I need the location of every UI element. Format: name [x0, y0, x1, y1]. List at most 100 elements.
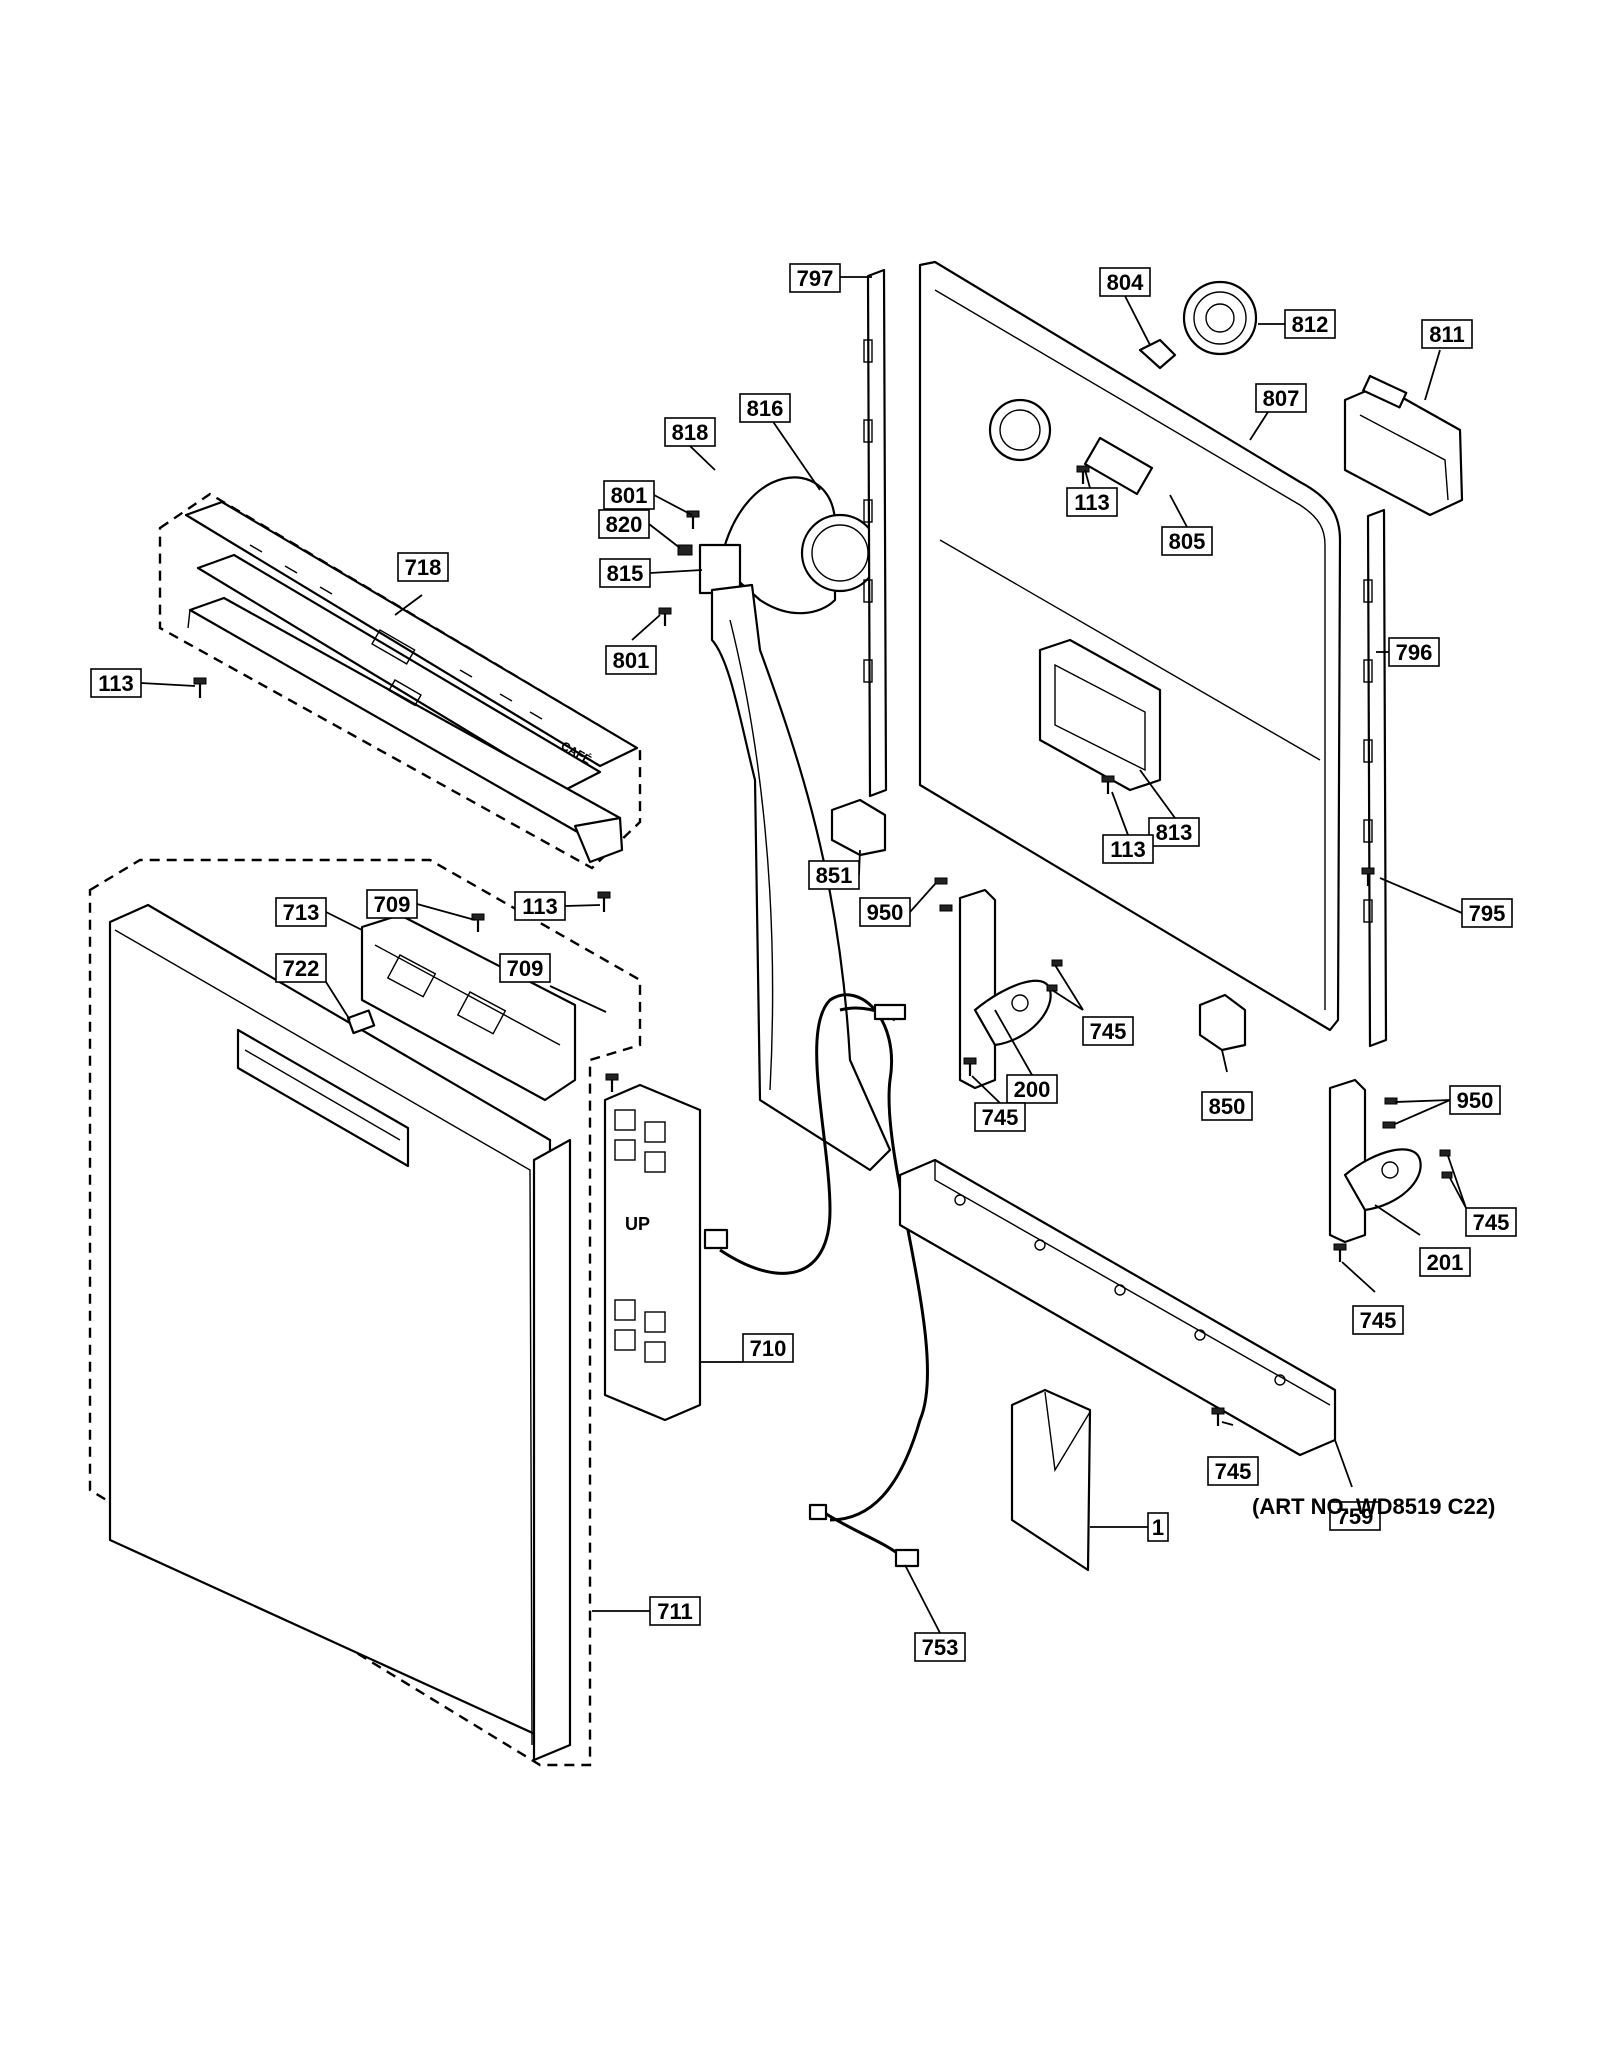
- svg-text:753: 753: [922, 1635, 959, 1660]
- callout-804: 804: [1099, 267, 1151, 297]
- clip-804: [1138, 338, 1177, 370]
- callout-796: 796: [1388, 637, 1440, 667]
- callout-820: 820: [598, 509, 650, 539]
- door-panel-assembly: [88, 858, 642, 1767]
- svg-text:797: 797: [797, 266, 834, 291]
- svg-text:113: 113: [522, 894, 558, 919]
- svg-text:851: 851: [816, 863, 853, 888]
- callout-713: 713: [275, 897, 327, 927]
- svg-text:801: 801: [611, 483, 648, 508]
- callout-113-door-upper: 113: [1066, 487, 1118, 517]
- screw-113-door-upper: [1076, 465, 1090, 484]
- screw-113-left: [193, 677, 207, 698]
- vent-duct: [698, 476, 892, 1172]
- screw-745-trim: [1211, 1407, 1225, 1426]
- callout-813: 813: [1148, 817, 1200, 847]
- callout-807: 807: [1255, 383, 1307, 413]
- svg-text:709: 709: [374, 892, 411, 917]
- callout-753: 753: [914, 1632, 966, 1662]
- callout-950-upper: 950: [859, 897, 911, 927]
- callout-805: 805: [1161, 526, 1213, 556]
- svg-text:711: 711: [657, 1599, 693, 1624]
- svg-text:745: 745: [1215, 1459, 1252, 1484]
- vent-cap-812: [1182, 280, 1258, 356]
- svg-text:113: 113: [98, 671, 134, 696]
- callout-709-lower: 709: [499, 953, 551, 983]
- bracket-805: [1083, 436, 1154, 496]
- callout-850: 850: [1201, 1091, 1253, 1121]
- screw-113-door-lower: [1101, 775, 1115, 794]
- callout-816: 816: [739, 393, 791, 423]
- insulation-block-710: UP: [603, 1083, 702, 1422]
- door-gasket-right-796: [1363, 508, 1388, 1048]
- callout-200: 200: [1006, 1074, 1058, 1104]
- screws-745-upper: [1046, 959, 1063, 992]
- svg-text:713: 713: [283, 900, 320, 925]
- callout-745-lower-left: 745: [974, 1102, 1026, 1132]
- svg-text:805: 805: [1169, 529, 1206, 554]
- screw-745-lower-left: [963, 1057, 977, 1076]
- dispenser-module-811: [1343, 374, 1464, 517]
- svg-text:200: 200: [1014, 1077, 1051, 1102]
- screw-745-lower-right: [1333, 1243, 1347, 1262]
- bottom-trim-759: [898, 1158, 1337, 1457]
- callout-709-upper: 709: [366, 889, 418, 919]
- screw-709-lower: [605, 1073, 619, 1092]
- svg-text:795: 795: [1469, 901, 1506, 926]
- callout-851: 851: [808, 860, 860, 890]
- callout-797: 797: [789, 263, 841, 293]
- svg-text:804: 804: [1107, 270, 1144, 295]
- callout-745-right: 745: [1465, 1207, 1517, 1237]
- callout-201: 201: [1419, 1247, 1471, 1277]
- literature-envelope-1: [1010, 1388, 1092, 1572]
- callout-113-left: 113: [90, 668, 142, 698]
- bracket-850: [1198, 993, 1247, 1052]
- screw-709-upper: [471, 913, 485, 932]
- callout-722: 722: [275, 953, 327, 983]
- hinge-arm-201: [1328, 1078, 1422, 1244]
- svg-text:710: 710: [750, 1336, 787, 1361]
- screw-801-upper: [686, 510, 700, 529]
- callout-745-trim: 745: [1207, 1456, 1259, 1486]
- callout-811: 811: [1421, 319, 1473, 349]
- svg-text:113: 113: [1074, 490, 1110, 515]
- callout-812: 812: [1284, 309, 1336, 339]
- inner-door-807: [918, 260, 1342, 1032]
- callout-745-lower-right: 745: [1352, 1305, 1404, 1335]
- callout-950-lower: 950: [1449, 1085, 1501, 1115]
- callout-795: 795: [1461, 898, 1513, 928]
- svg-text:820: 820: [606, 512, 643, 537]
- callout-759: 759: [1329, 1501, 1381, 1531]
- svg-text:815: 815: [607, 561, 644, 586]
- svg-text:759: 759: [1337, 1504, 1374, 1529]
- callout-711: 711: [649, 1596, 701, 1626]
- callout-818: 818: [664, 417, 716, 447]
- clip-722: [346, 1009, 376, 1035]
- screw-801-lower: [658, 607, 672, 626]
- callout-815: 815: [599, 558, 651, 588]
- control-panel-assembly: CAFÉ: [158, 492, 642, 870]
- screw-113-mid: [597, 891, 611, 912]
- up-mark: UP: [625, 1214, 650, 1234]
- svg-text:850: 850: [1209, 1094, 1246, 1119]
- screws-950-upper: [934, 877, 953, 912]
- callout-113-mid: 113: [514, 891, 566, 921]
- svg-text:718: 718: [405, 555, 442, 580]
- screws-745-right: [1439, 1149, 1453, 1179]
- svg-text:812: 812: [1292, 312, 1329, 337]
- svg-text:801: 801: [613, 648, 650, 673]
- callout-801-lower: 801: [605, 645, 657, 675]
- wire-harness-753: [703, 993, 929, 1568]
- svg-text:745: 745: [982, 1105, 1019, 1130]
- svg-text:950: 950: [1457, 1088, 1494, 1113]
- callout-1: 1: [1147, 1512, 1169, 1542]
- svg-text:709: 709: [507, 956, 544, 981]
- svg-text:811: 811: [1429, 322, 1465, 347]
- screw-795: [1361, 867, 1375, 886]
- svg-text:1: 1: [1152, 1515, 1164, 1540]
- svg-text:113: 113: [1110, 837, 1146, 862]
- svg-text:745: 745: [1360, 1308, 1397, 1333]
- callout-710: 710: [742, 1333, 794, 1363]
- hinge-arm-200: [958, 888, 1052, 1090]
